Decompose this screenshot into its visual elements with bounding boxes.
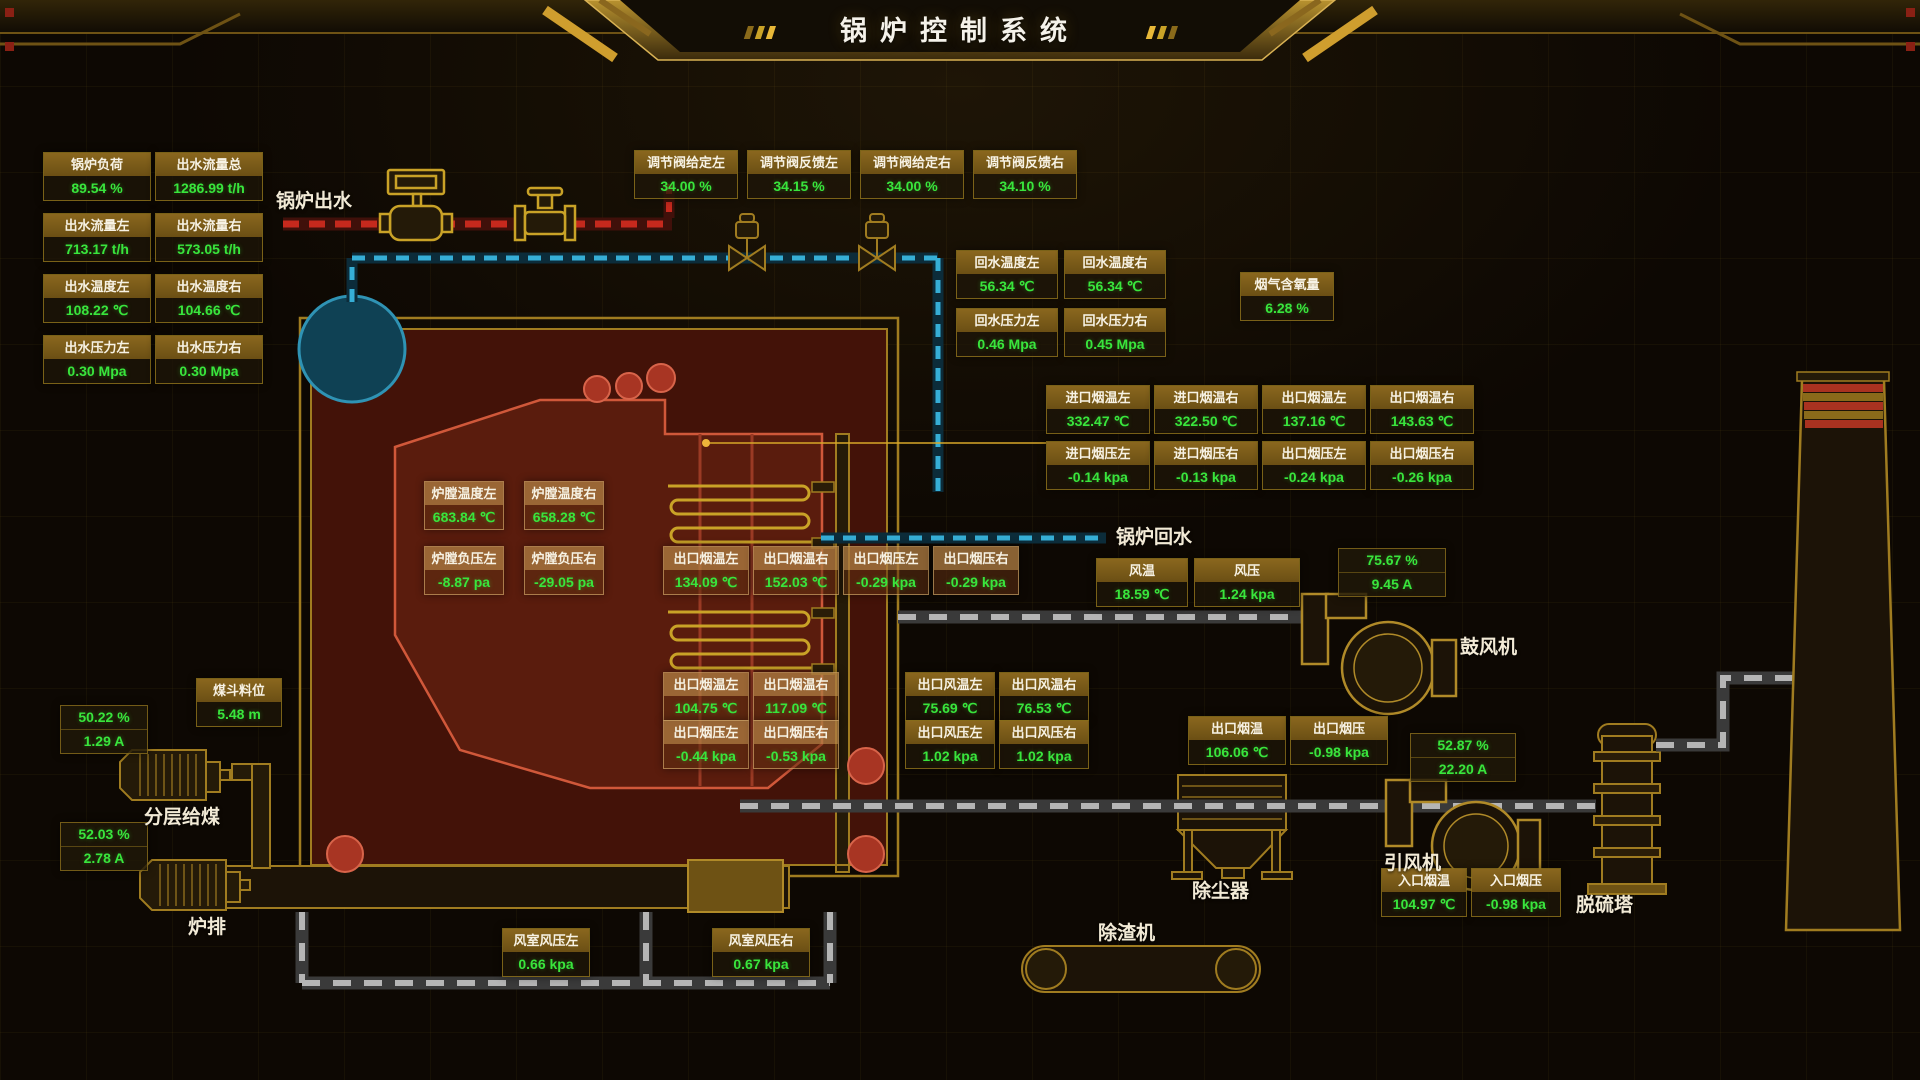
corner-marker bbox=[1906, 8, 1915, 17]
card-dc-out-smoke-press: 出口烟压-0.98 kpa bbox=[1290, 716, 1388, 765]
card-eco1-smoke-press-left: 出口烟压左-0.29 kpa bbox=[843, 546, 929, 595]
header-right-ticks bbox=[1145, 26, 1178, 39]
card-in-smoke-press: 入口烟压-0.98 kpa bbox=[1471, 868, 1561, 917]
corner-marker bbox=[1906, 42, 1915, 51]
coal-chute bbox=[251, 763, 271, 869]
blower-fan bbox=[1300, 592, 1458, 716]
label-blower: 鼓风机 bbox=[1460, 637, 1518, 658]
annotation-line bbox=[702, 439, 1046, 447]
control-valve-right bbox=[858, 213, 896, 272]
flue-outlet-box bbox=[687, 859, 784, 913]
corner-marker bbox=[5, 42, 14, 51]
label-layered-feed: 分层给煤 bbox=[144, 807, 221, 828]
desulfurization-tower bbox=[1587, 723, 1667, 895]
economizer-coil bbox=[668, 610, 814, 670]
card-in-smoke-press-right: 进口烟压右-0.13 kpa bbox=[1154, 441, 1258, 490]
card-eco2-smoke-press-right: 出口烟压右-0.53 kpa bbox=[753, 720, 839, 769]
card-eco2-smoke-press-left: 出口烟压左-0.44 kpa bbox=[663, 720, 749, 769]
superheater-coil bbox=[668, 484, 814, 544]
label-dust-collector: 除尘器 bbox=[1192, 881, 1250, 902]
corner-marker bbox=[5, 8, 14, 17]
label-grate: 炉排 bbox=[188, 917, 227, 938]
card-out-smoke-press-right: 出口烟压右-0.26 kpa bbox=[1370, 441, 1474, 490]
gate-valve bbox=[513, 186, 577, 242]
return-water-pipe bbox=[346, 252, 1106, 544]
card-in-smoke-press-left: 进口烟压左-0.14 kpa bbox=[1046, 441, 1150, 490]
label-desulfur-tower: 脱硫塔 bbox=[1576, 895, 1634, 916]
header-left-wing bbox=[542, 5, 618, 63]
header-decoration bbox=[0, 0, 1920, 63]
page-title: 锅炉控制系统 bbox=[840, 16, 1080, 46]
steam-drum bbox=[297, 294, 407, 404]
label-slag-remover: 除渣机 bbox=[1098, 923, 1156, 944]
chimney bbox=[1784, 371, 1902, 932]
dust-collector bbox=[1171, 774, 1293, 880]
header-left-ticks bbox=[743, 26, 776, 39]
coal-feeder-motor bbox=[119, 749, 231, 801]
underboiler-ducts bbox=[295, 912, 837, 990]
header-banner: 锅炉控制系统 bbox=[0, 0, 1920, 64]
card-furnace-press-left: 炉膛负压左-8.87 pa bbox=[424, 546, 504, 595]
stat-feeder: 50.22 %1.29 A bbox=[60, 705, 148, 754]
card-eco1-smoke-press-right: 出口烟压右-0.29 kpa bbox=[933, 546, 1019, 595]
stat-id-fan: 52.87 %22.20 A bbox=[1410, 733, 1516, 782]
stat-grate-motor: 52.03 %2.78 A bbox=[60, 822, 148, 871]
label-boiler-return: 锅炉回水 bbox=[1116, 527, 1193, 548]
card-furnace-press-right: 炉膛负压右-29.05 pa bbox=[524, 546, 604, 595]
header-right-wing bbox=[1302, 5, 1378, 63]
slag-conveyor bbox=[1021, 945, 1261, 993]
red-pipe-nodes bbox=[326, 363, 885, 873]
flow-meter bbox=[378, 168, 454, 242]
label-id-fan: 引风机 bbox=[1384, 853, 1442, 874]
control-valve-left bbox=[728, 213, 766, 272]
main-flue-duct bbox=[740, 671, 1794, 813]
stat-blower: 75.67 %9.45 A bbox=[1338, 548, 1446, 597]
label-boiler-out: 锅炉出水 bbox=[276, 191, 353, 212]
card-out-smoke-press-left: 出口烟压左-0.24 kpa bbox=[1262, 441, 1366, 490]
